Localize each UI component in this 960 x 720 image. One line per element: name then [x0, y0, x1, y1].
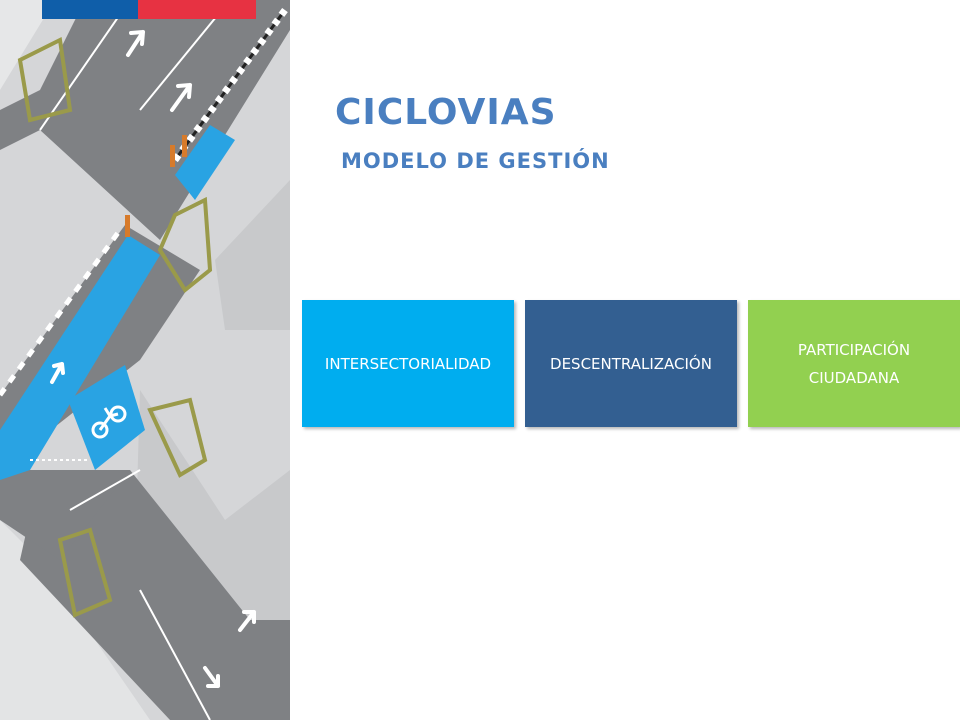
flag-stripe-blue	[42, 0, 138, 19]
card-label: INTERSECTORIALIDAD	[324, 354, 492, 373]
page-title: CICLOVIAS	[335, 92, 557, 133]
card-participacion-ciudadana[interactable]: PARTICIPACIÓN CIUDADANA	[748, 300, 960, 427]
card-label: DESCENTRALIZACIÓN	[550, 354, 712, 373]
bike-box	[68, 365, 145, 470]
flag-stripe-red	[138, 0, 256, 19]
page-subtitle: MODELO DE GESTIÓN	[341, 149, 610, 173]
bike-lane	[0, 235, 160, 480]
bicycle-icon	[91, 405, 127, 439]
card-descentralizacion[interactable]: DESCENTRALIZACIÓN	[525, 300, 737, 427]
card-intersectorialidad[interactable]: INTERSECTORIALIDAD	[302, 300, 514, 427]
arrow-icon	[50, 30, 256, 688]
bike-lane-illustration	[0, 0, 290, 720]
street-intersection-drawing	[0, 0, 290, 720]
card-label: PARTICIPACIÓN CIUDADANA	[797, 340, 911, 387]
